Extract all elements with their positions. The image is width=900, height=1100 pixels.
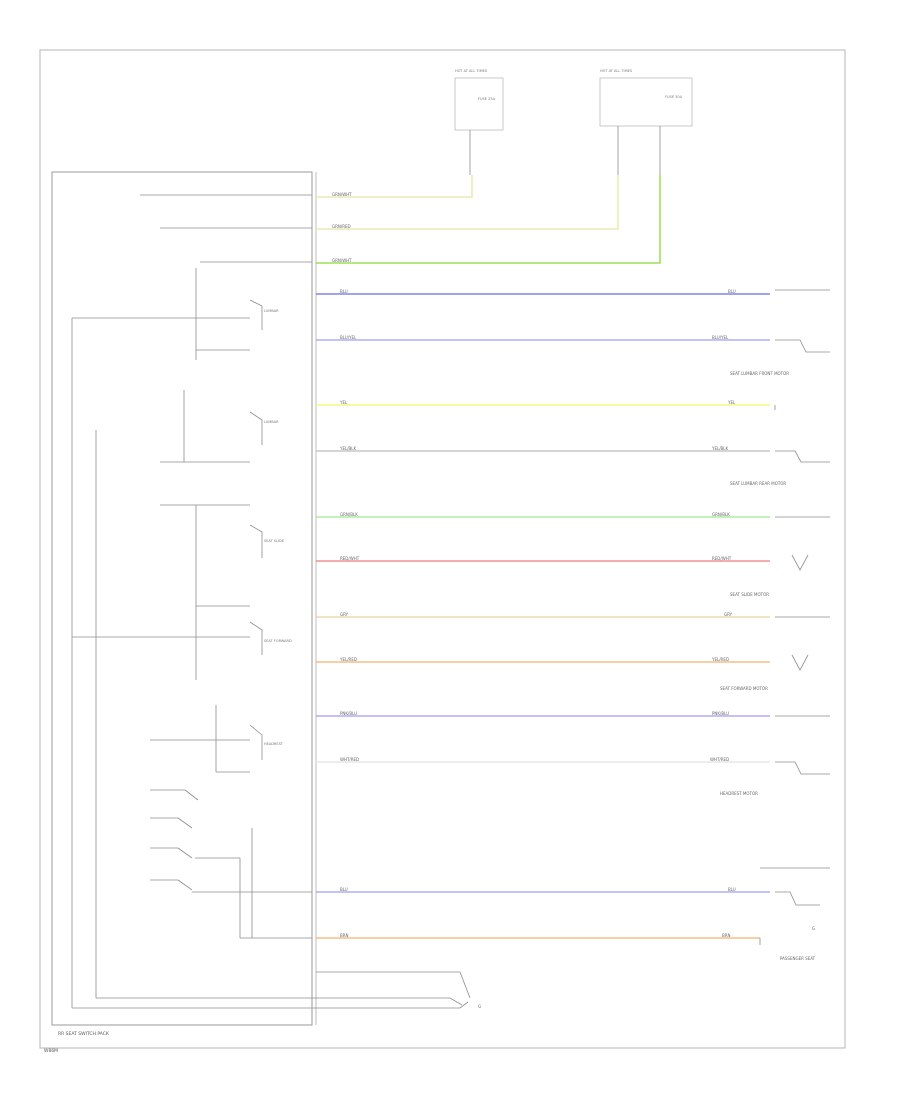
wire-label: YEL/RED [711,657,729,662]
switch-module-box [51,171,313,1026]
wire-label: BLU/YEL [712,335,729,340]
wire-label: RED/WHT [340,556,360,561]
switch-stack-2: LUMBAR [160,390,279,463]
wire-label: RED/WHT [712,556,732,561]
wire-label: BLU/YEL [340,335,357,340]
wire-label: BLU [340,289,348,294]
wire-label: BLU [340,887,348,892]
fuse-left-title: HOT AT ALL TIMES [455,69,488,73]
switch-label: LUMBAR [264,309,279,313]
switch-stack-3: SEAT SLIDE [160,504,284,680]
wire-label: GRY [724,612,733,617]
motor-label: SEAT LUMBAR REAR MOTOR [730,481,786,486]
wire-label: GRY [340,612,349,617]
feed-wire-3 [316,175,661,264]
wire-label: YEL/BLK [711,446,729,451]
wire-labels-right: BLU BLU/YEL YEL YEL/BLK GRN/BLK RED/WHT … [710,289,736,938]
wire-label: BRN [722,933,731,938]
ground-wires [72,971,471,1009]
wire-label: WHT/RED [710,757,729,762]
feed-wire-1 [316,175,473,198]
switch-stack-1: LUMBAR [71,268,279,1008]
fuse-box-right: HOT AT ALL TIMES FUSE 30A [599,69,693,175]
ground-label: G [478,1004,481,1009]
wire-bundle [316,293,770,939]
wire-label: GRN/BLK [712,512,730,517]
fuse-box-left: HOT AT ALL TIMES FUSE 25A [454,69,504,175]
motor-labels: SEAT LUMBAR FRONT MOTOR SEAT LUMBAR REAR… [720,371,816,961]
switch-label: SEAT FORWARD [264,639,292,643]
wire-label: BRN [340,933,349,938]
switch-stack-4: SEAT FORWARD [72,605,292,655]
fuse-right-title: HOT AT ALL TIMES [600,69,633,73]
motor-label: SEAT SLIDE MOTOR [730,592,769,597]
wire-label: GRN/BLK [340,512,358,517]
wire-label: WHT/RED [340,757,359,762]
wire-label: YEL [339,400,348,405]
motor-label: SEAT FORWARD MOTOR [720,686,768,691]
page-frame [39,49,846,1049]
module-label: RR SEAT SWITCH PACK [58,1031,110,1037]
switch-label: LUMBAR [264,420,279,424]
switch-label: HEADREST [264,742,284,746]
ground-label: G [812,926,815,931]
switch-stack-5: HEADREST [150,705,284,773]
wire-label: YEL/BLK [339,446,357,451]
wire-label: BLU [728,289,736,294]
fuse-left-text: FUSE 25A [478,97,496,101]
wire-label: BLU [728,887,736,892]
switch-label: SEAT SLIDE [264,539,284,543]
wire-label: YEL/RED [339,657,357,662]
wire-label: PNK/BLU [340,711,357,716]
motor-label: SEAT LUMBAR FRONT MOTOR [730,371,789,376]
diagram-code: W86M [44,1048,58,1054]
wire-label: PNK/BLU [712,711,729,716]
motor-label: HEADREST MOTOR [720,791,758,796]
wire-labels-left: GRN/WHT GRN/RED GRN/WHT BLU BLU/YEL YEL … [332,192,360,938]
wire-label: GRN/WHT [332,258,352,263]
feed-wire-2 [316,175,619,230]
fuse-right-text: FUSE 30A [665,95,683,99]
wire-label: YEL [727,400,736,405]
lower-switch-cluster [95,430,312,998]
motor-terminals [759,289,830,945]
wire-label: GRN/RED [332,224,351,229]
wire-label: GRN/WHT [332,192,352,197]
motor-label: PASSENGER SEAT [780,956,816,961]
